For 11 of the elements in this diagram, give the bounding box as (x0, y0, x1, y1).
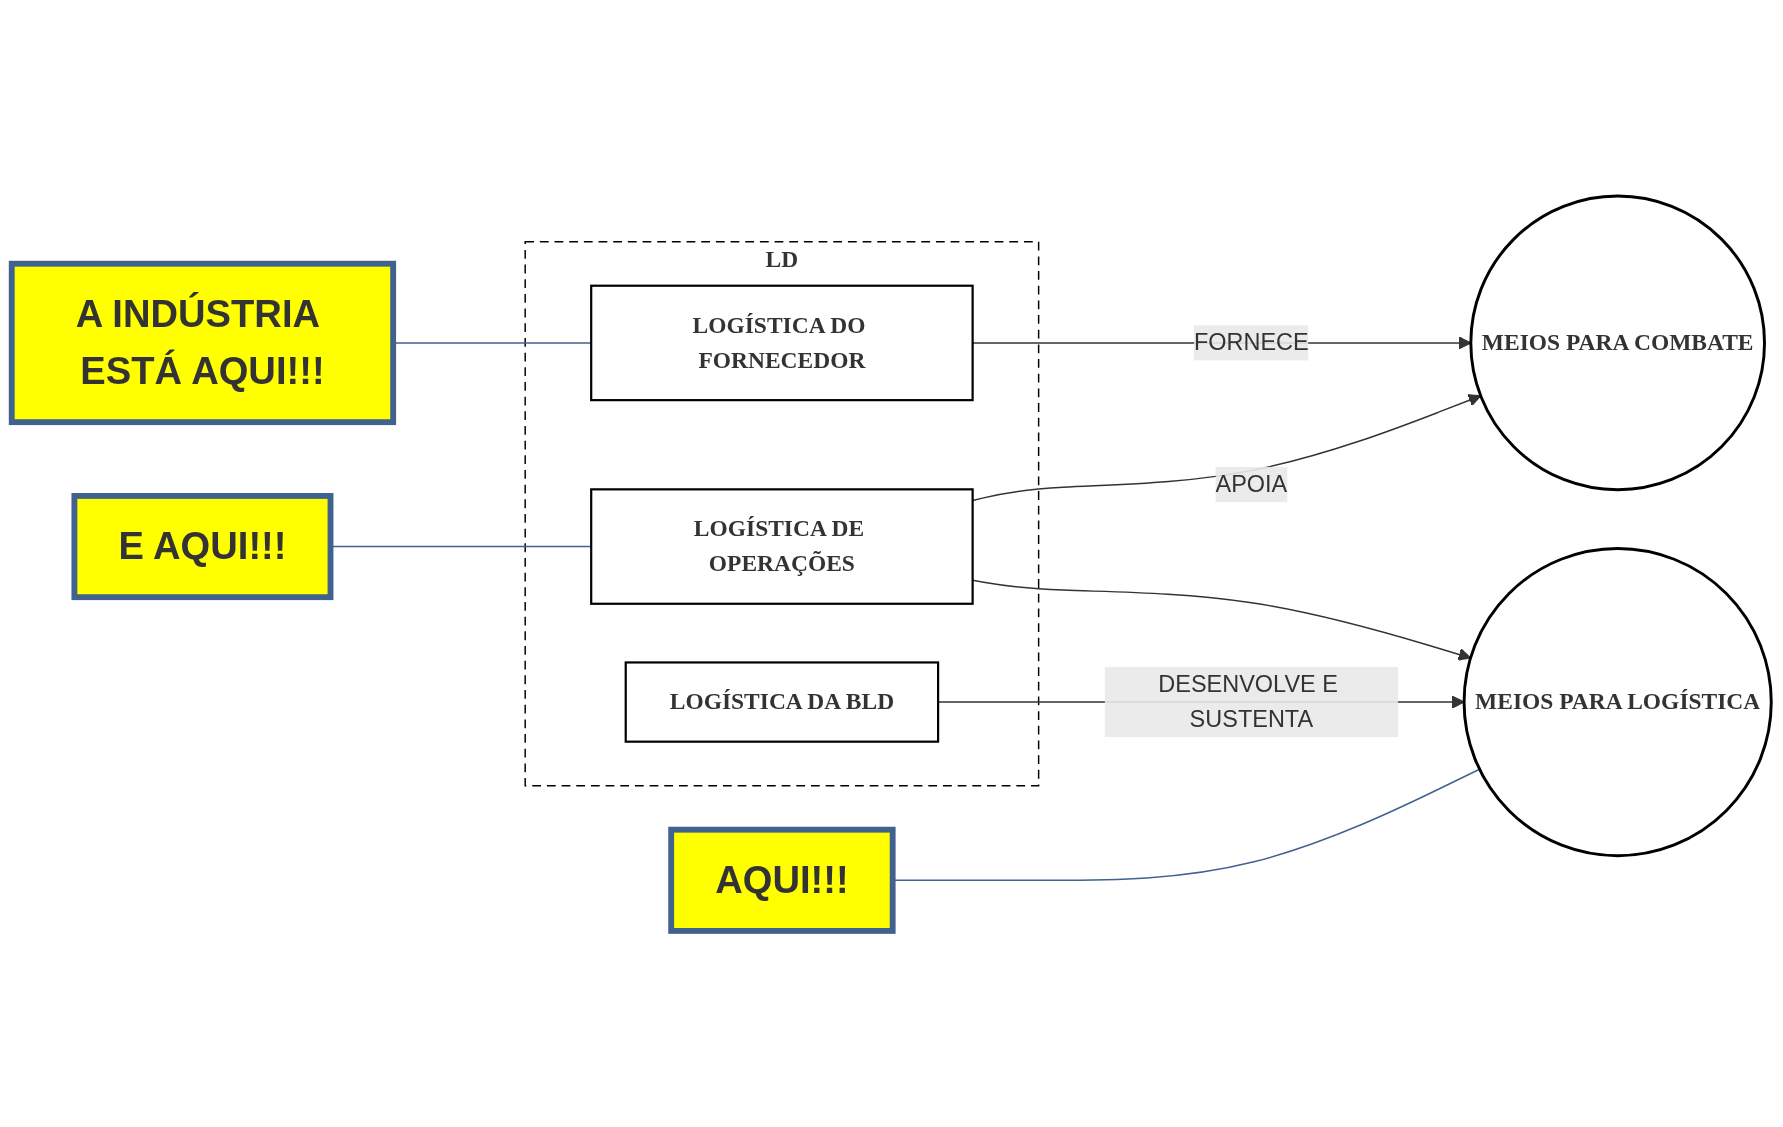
edge-label: DESENVOLVE E SUSTENTA (1158, 671, 1338, 732)
node-box: LOGÍSTICA DO FORNECEDOR (590, 284, 974, 402)
node-box: E AQUI!!! (71, 493, 334, 601)
node-box: A INDÚSTRIA ESTÁ AQUI!!! (8, 260, 397, 426)
node-circle: MEIOS PARA COMBATE (1469, 194, 1766, 492)
edge-label: APOIA (1215, 471, 1288, 497)
edge-label: FORNECE (1193, 329, 1309, 355)
node-circle: MEIOS PARA LOGÍSTICA (1462, 547, 1773, 858)
node-box: LOGÍSTICA DE OPERAÇÕES (590, 488, 974, 605)
node-box: AQUI!!! (668, 826, 896, 934)
node-box: LOGÍSTICA DA BLD (624, 661, 940, 743)
